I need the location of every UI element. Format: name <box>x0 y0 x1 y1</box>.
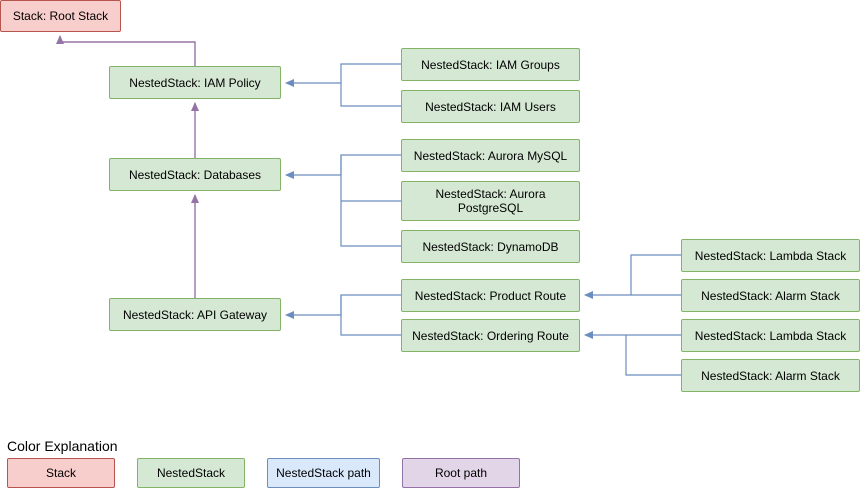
node-label: NestedStack: Lambda Stack <box>694 248 847 263</box>
legend-item-label: NestedStack <box>156 466 226 480</box>
edge-ordering-route-children <box>584 331 681 376</box>
node-label: Stack: Root Stack <box>12 9 109 23</box>
node-label: NestedStack: Alarm Stack <box>701 368 840 383</box>
node-iam-groups[interactable]: NestedStack: IAM Groups <box>401 48 580 81</box>
node-label: NestedStack: Aurora PostgreSQL <box>435 187 546 215</box>
node-label: NestedStack: Product Route <box>414 288 567 303</box>
node-label: NestedStack: IAM Policy <box>129 75 261 90</box>
node-aurora-postgresql[interactable]: NestedStack: Aurora PostgreSQL <box>401 181 580 221</box>
node-label: NestedStack: DynamoDB <box>422 239 559 254</box>
legend-item-nested-path: NestedStack path <box>267 458 380 488</box>
legend-item-stack: Stack <box>7 458 115 488</box>
node-label: NestedStack: Ordering Route <box>412 328 569 343</box>
node-lambda-stack-2[interactable]: NestedStack: Lambda Stack <box>681 319 860 352</box>
node-aurora-mysql[interactable]: NestedStack: Aurora MySQL <box>401 139 580 172</box>
node-api-gateway[interactable]: NestedStack: API Gateway <box>109 298 281 331</box>
node-label: NestedStack: IAM Users <box>425 99 556 114</box>
node-lambda-stack-1[interactable]: NestedStack: Lambda Stack <box>681 239 860 272</box>
node-product-route[interactable]: NestedStack: Product Route <box>401 279 580 312</box>
edge-routes-to-api-gateway <box>285 294 401 336</box>
edge-db-children-to-databases <box>285 154 401 247</box>
node-dynamodb[interactable]: NestedStack: DynamoDB <box>401 230 580 263</box>
edge-iam-policy-to-root-stack <box>56 35 196 66</box>
legend-item-root-path: Root path <box>402 458 520 488</box>
node-root-stack[interactable]: Stack: Root Stack <box>0 0 121 32</box>
node-label: NestedStack: Aurora MySQL <box>413 148 568 163</box>
legend-item-label: NestedStack path <box>276 466 371 480</box>
node-label: NestedStack: Lambda Stack <box>694 328 847 343</box>
edge-iam-children-to-iam-policy <box>285 63 401 107</box>
node-label: NestedStack: API Gateway <box>122 307 268 322</box>
node-databases[interactable]: NestedStack: Databases <box>109 158 281 191</box>
node-ordering-route[interactable]: NestedStack: Ordering Route <box>401 319 580 352</box>
edge-product-route-children <box>584 254 681 299</box>
node-label: NestedStack: Databases <box>128 167 262 182</box>
node-iam-policy[interactable]: NestedStack: IAM Policy <box>109 66 281 99</box>
node-alarm-stack-1[interactable]: NestedStack: Alarm Stack <box>681 279 860 312</box>
legend-title: Color Explanation <box>7 438 118 454</box>
legend-item-nested-stack: NestedStack <box>137 458 245 488</box>
node-alarm-stack-2[interactable]: NestedStack: Alarm Stack <box>681 359 860 392</box>
node-label: NestedStack: Alarm Stack <box>701 288 840 303</box>
legend-item-label: Root path <box>434 466 488 480</box>
node-label: NestedStack: IAM Groups <box>421 57 560 72</box>
legend-item-label: Stack <box>45 466 76 480</box>
node-iam-users[interactable]: NestedStack: IAM Users <box>401 90 580 123</box>
